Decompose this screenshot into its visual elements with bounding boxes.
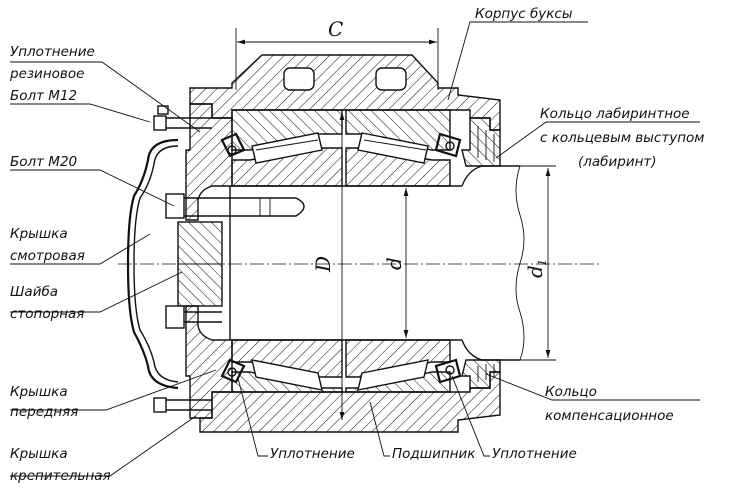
dimension-d: d (382, 188, 409, 338)
axle-journal (229, 165, 525, 361)
label-mounting-cover-1: Крышка (10, 446, 68, 462)
dimension-D: D (311, 112, 345, 420)
label-compensation-ring-1: Кольцо (545, 384, 597, 400)
label-rubber-seal-2: резиновое (9, 66, 84, 82)
dim-c-label: C (328, 17, 343, 41)
dim-D-label: D (311, 256, 335, 273)
bearing-upper (231, 109, 451, 187)
bearing-lower (231, 339, 451, 393)
label-inspection-cover-2: смотровая (10, 248, 85, 264)
label-front-cover-1: Крышка (10, 384, 68, 400)
bolt-m20 (165, 193, 305, 329)
bolt-m12-bottom (153, 397, 212, 413)
label-labyrinth-2: с кольцевым выступом (540, 130, 704, 146)
label-seal-bottom-left: Уплотнение (270, 446, 355, 462)
labyrinth-ring (461, 117, 501, 389)
seal-right-bottom (434, 358, 462, 384)
label-labyrinth-3: (лабиринт) (578, 154, 657, 170)
seal-left-top (220, 132, 246, 158)
label-bolt-m20: Болт М20 (10, 154, 77, 170)
label-inspection-cover-1: Крышка (10, 226, 68, 242)
label-rubber-seal-1: Уплотнение (10, 44, 95, 60)
label-bolt-m12: Болт М12 (10, 88, 77, 104)
seal-left-bottom (220, 358, 246, 384)
housing-top (189, 54, 501, 131)
dim-d-label: d (382, 257, 406, 270)
label-seal-bottom-right: Уплотнение (492, 446, 577, 462)
bolt-m12-top (153, 105, 212, 131)
label-housing: Корпус буксы (475, 6, 573, 22)
leader-lines (10, 21, 700, 477)
label-washer-2: стопорная (10, 306, 84, 322)
dimension-C: C (235, 17, 439, 90)
label-washer-1: Шайба (10, 284, 58, 300)
dim-d1-label: d (523, 265, 547, 278)
seal-right-top (434, 132, 462, 158)
callout-labels: Корпус буксы Уплотнение резиновое Болт М… (9, 6, 704, 484)
label-compensation-ring-2: компенсационное (545, 408, 674, 424)
label-mounting-cover-2: крепительная (10, 468, 111, 484)
label-labyrinth-1: Кольцо лабиринтное (540, 106, 690, 122)
dim-d1-subscript: 1 (536, 259, 549, 266)
label-front-cover-2: передняя (10, 404, 78, 420)
label-bearing: Подшипник (392, 446, 476, 462)
dimension-d1: d 1 (520, 165, 556, 361)
